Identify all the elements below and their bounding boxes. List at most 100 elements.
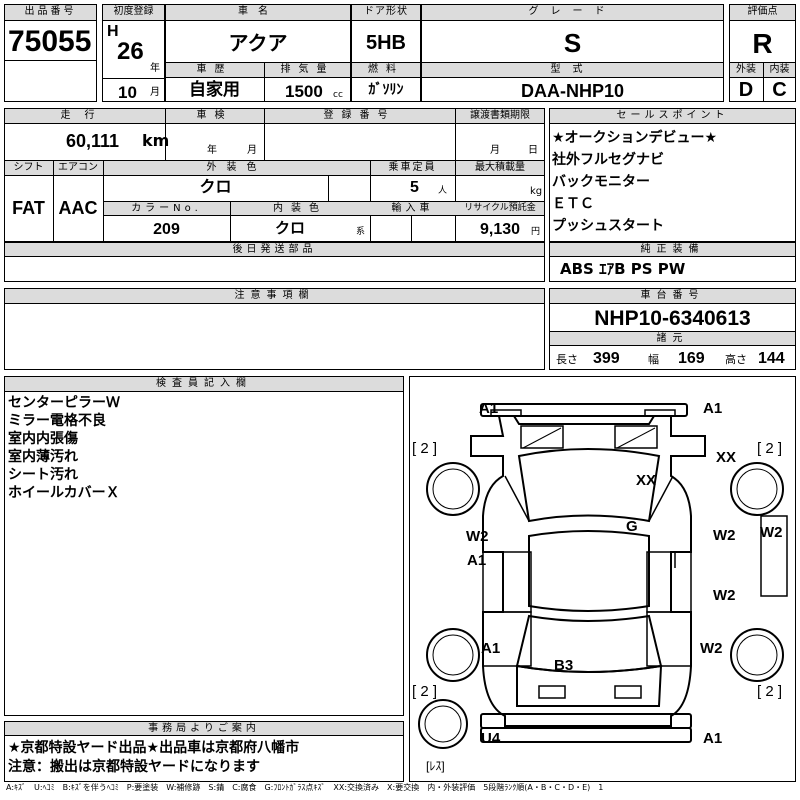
import-label: 輸入車 (391, 203, 434, 214)
inspector-line: ホイールカバーＸ (8, 485, 120, 501)
inspector-line: 室内内張傷 (8, 431, 78, 447)
diagram-mark-wheel-rr: [ 2 ] (757, 683, 783, 700)
dimensions-title: 諸元 (656, 333, 689, 344)
hatch (516, 664, 663, 707)
displacement: 1500 (285, 82, 323, 101)
shift: FAT (12, 198, 45, 218)
int-color-label: 内装色 (273, 203, 327, 214)
era: H (107, 23, 119, 40)
diagram-mark-quarter-rr: W2 (700, 640, 723, 657)
max-load-label: 最大積載量 (475, 162, 525, 173)
recycle-label: リサイクル預託金 (464, 203, 536, 213)
reg-month: 10 (118, 83, 137, 102)
sales-point-item: ＥＴＣ (552, 196, 594, 212)
month-unit: 月 (150, 87, 160, 98)
later-parts-label: 後日発送部品 (232, 244, 317, 255)
max-load-unit: kg (530, 186, 543, 197)
spare-tire (418, 699, 468, 749)
diagram-mark-door-fl: W2 (466, 528, 489, 545)
fuel-label: 燃料 (368, 64, 404, 75)
diagram-mark-wheel-fl: [ 2 ] (412, 440, 438, 457)
score: R (752, 28, 773, 59)
diagram-mark-roof: G (626, 518, 638, 535)
mileage-unit: km (142, 131, 170, 150)
length: 399 (593, 350, 620, 367)
door-left-rear (482, 611, 532, 667)
chassis-number: NHP10-6340613 (594, 307, 751, 330)
diagram-mark-pillar-r: W2 (760, 524, 783, 541)
ac: AAC (58, 198, 98, 218)
shift-label: シフト (13, 162, 44, 173)
door-right-rear (646, 611, 692, 667)
width: 169 (678, 350, 705, 367)
history-label: 車歴 (196, 64, 233, 75)
inspector-box (4, 376, 404, 716)
diagram-mark-front-right: A1 (703, 400, 723, 417)
int-color-unit: 系 (356, 227, 366, 237)
door-left-front (482, 551, 532, 613)
inspection-month-unit: 月 (247, 145, 257, 156)
length-label: 長さ (556, 353, 578, 366)
ext-color-label: 外装色 (206, 162, 267, 173)
diagram-mark-wheel-rl: [ 2 ] (412, 683, 438, 700)
recycle-unit: 円 (531, 227, 541, 237)
transfer-month-unit: 月 (490, 145, 500, 156)
headlight (614, 425, 658, 449)
diagram-mark-trunk: B3 (554, 657, 574, 674)
interior-label: 内装 (769, 64, 790, 75)
right-pillar-panel (760, 515, 788, 597)
reg-year: 26 (117, 38, 144, 65)
capacity-label: 乗車定員 (388, 162, 437, 173)
car-diagram (418, 403, 788, 749)
car-name-label: 車名 (238, 6, 278, 17)
recycle: 9,130 (480, 221, 521, 238)
office-line: ★京都特設ヤード出品★出品車は京都府八幡市 (8, 740, 300, 756)
roof (528, 530, 650, 612)
ac-label: エアコン (58, 162, 98, 173)
taillight (614, 685, 642, 699)
diagram-mark-door-fr: W2 (713, 527, 736, 544)
car-name: アクア (228, 31, 288, 55)
sales-points-box (549, 108, 796, 242)
taillight (538, 685, 566, 699)
inspection-label: 車検 (196, 110, 233, 121)
grade: S (563, 28, 582, 58)
year-unit: 年 (150, 63, 160, 74)
width-label: 幅 (648, 353, 659, 366)
diagram-mark-rear-right: A1 (703, 730, 723, 747)
height-label: 高さ (725, 353, 747, 366)
body-outline (470, 415, 706, 727)
grade-label: グレード (528, 6, 617, 17)
diagram-mark-quarter-rl: A1 (481, 640, 501, 657)
inspector-title: 検査員記入欄 (156, 378, 252, 389)
lot-number-label: 出品番号 (24, 6, 77, 17)
rear-window (515, 614, 663, 673)
inspector-line: ミラー電格不良 (8, 413, 106, 429)
interior-grade: C (772, 79, 787, 101)
color-no-label: カラーNo. (131, 203, 202, 214)
transfer-label: 譲渡書類期限 (470, 110, 530, 121)
inspector-line: シート汚れ (8, 467, 78, 483)
score-label: 評価点 (747, 6, 778, 17)
displacement-label: 排気量 (280, 64, 335, 75)
office-line: 注意：搬出は京都特設ヤードになります (8, 759, 260, 775)
wheel-rear-right (730, 628, 784, 682)
mileage-label: 走行 (60, 110, 109, 121)
fuel: ｶﾞｿﾘﾝ (368, 82, 404, 98)
equipment-title: 純正装備 (640, 244, 705, 255)
wheel-front-right (730, 462, 784, 516)
exterior-grade: D (738, 79, 754, 101)
office-title: 事務局よりご案内 (148, 723, 260, 734)
registration-label: 登録番号 (323, 110, 396, 121)
capacity: 5 (410, 179, 419, 196)
sales-point-item: 社外フルセグナビ (552, 152, 664, 168)
damage-legend: A:ｷｽﾞ U:ﾍｺﾐ B:ｷｽﾞを伴うﾍｺﾐ P:要塗装 W:補修跡 S:錆 … (6, 783, 604, 792)
model: DAA-NHP10 (520, 81, 625, 101)
sales-point-item: バックモニター (552, 174, 650, 190)
wheel-rear-left (426, 628, 480, 682)
diagram-mark-wheel-fr: [ 2 ] (757, 440, 783, 457)
diagram-mark-spare: [ﾚｽ] (426, 759, 445, 773)
door-type: 5HB (365, 32, 406, 54)
int-color: クロ (274, 219, 305, 237)
height: 144 (758, 350, 785, 367)
